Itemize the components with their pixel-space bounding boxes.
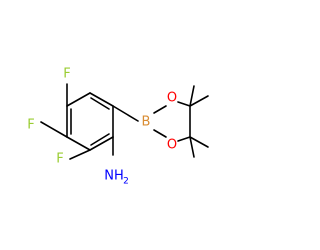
atom-fluorine-1: F xyxy=(63,67,70,82)
atom-fluorine-3: F xyxy=(56,152,63,167)
atom-oxygen-2: O xyxy=(167,138,177,153)
atom-labels: F F F NH 2 B O O xyxy=(27,67,177,187)
atom-nitrogen-subscript: 2 xyxy=(123,177,129,187)
bond-f3 xyxy=(69,149,91,160)
atom-fluorine-2: F xyxy=(27,118,34,133)
atom-oxygen-1: O xyxy=(167,91,177,106)
bond-f2 xyxy=(40,121,68,138)
atom-boron: B xyxy=(142,115,151,130)
atom-nitrogen: NH xyxy=(104,169,124,184)
bond-lines xyxy=(40,83,209,160)
molecule-diagram: F F F NH 2 B O O xyxy=(27,67,209,187)
bond-b xyxy=(112,105,139,122)
